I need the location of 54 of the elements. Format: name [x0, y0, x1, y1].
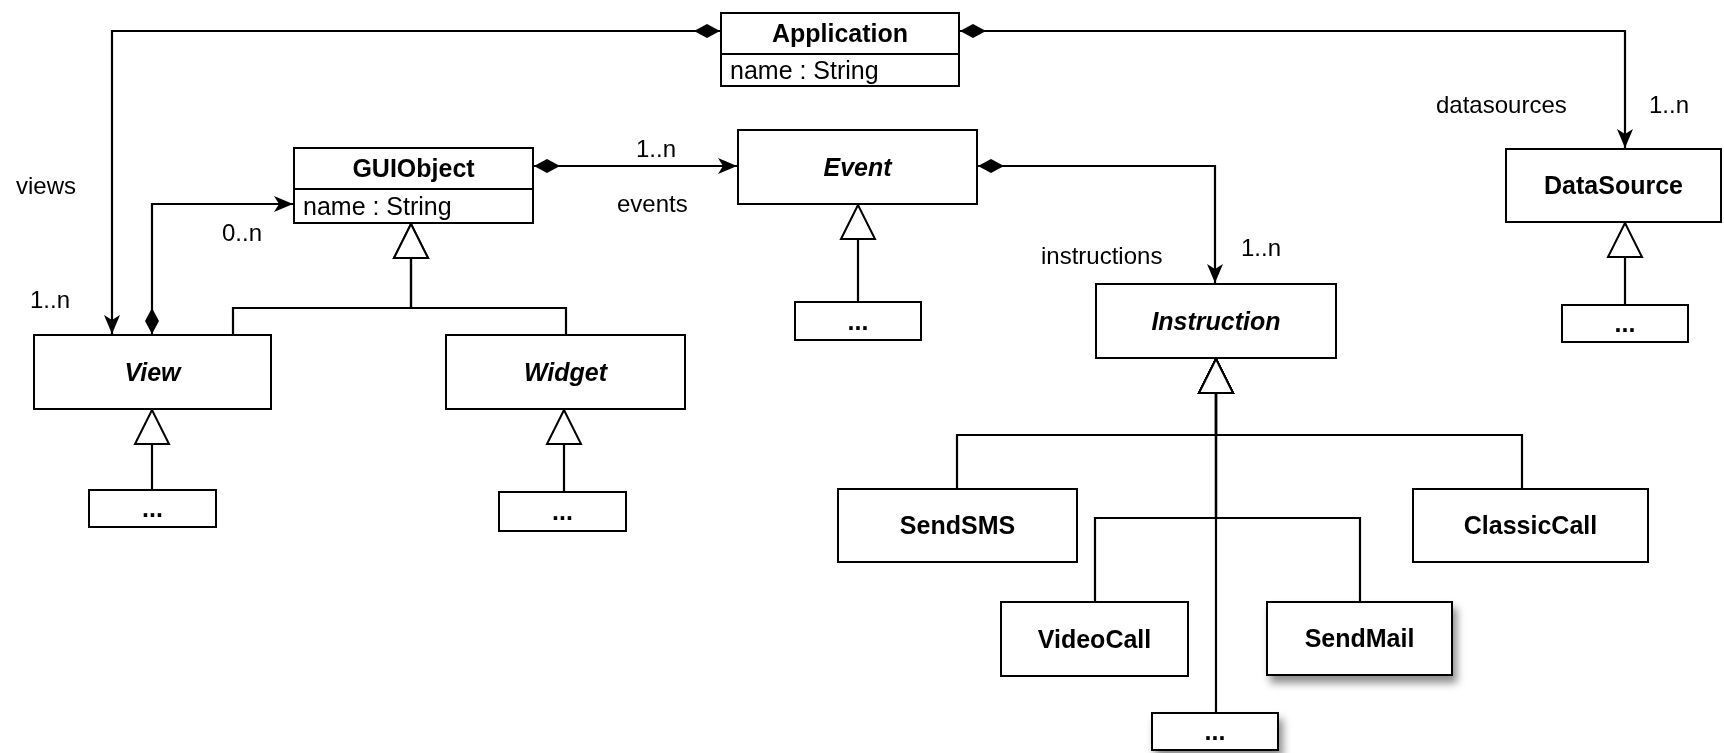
class-name: Widget: [522, 356, 609, 388]
class-box: [837, 488, 1078, 563]
class-name: ...: [141, 493, 164, 524]
class-name: ...: [1203, 716, 1227, 747]
role-label: events: [617, 192, 688, 216]
class-box: [737, 129, 978, 205]
inheritance-arrow: [393, 223, 568, 334]
composition-arrow: [104, 24, 720, 334]
composition-arrow: [534, 158, 737, 174]
class-name: GUIObject: [351, 153, 476, 184]
class-name: ...: [846, 305, 870, 337]
composition-arrow: [978, 159, 1223, 283]
inheritance-arrow: [840, 204, 876, 301]
role-label: instructions: [1041, 244, 1163, 268]
class-name: Instruction: [1150, 305, 1282, 337]
multiplicity-label: 0..n: [222, 221, 263, 245]
inheritance-arrow: [134, 409, 170, 489]
class-box: [1095, 283, 1337, 359]
class-name: DataSource: [1543, 170, 1684, 201]
multiplicity-label: 1..n: [1649, 93, 1690, 117]
class-name: View: [123, 356, 183, 388]
class-name: ...: [1613, 308, 1637, 339]
class-name: ...: [551, 496, 574, 527]
attribute-text: name : String: [295, 188, 532, 222]
class-box: [33, 334, 272, 410]
class-box: [445, 334, 686, 410]
role-label: datasources: [1436, 93, 1567, 117]
multiplicity-label: 1..n: [636, 137, 677, 161]
class-box: [1266, 601, 1453, 676]
class-name: SendSMS: [898, 510, 1017, 541]
class-box: [720, 12, 960, 87]
class-name: SendMail: [1303, 623, 1416, 654]
class-box: [88, 489, 217, 528]
inheritance-arrow: [546, 409, 582, 491]
class-box: [1412, 488, 1649, 563]
composition-arrow: [960, 24, 1633, 148]
class-box: [498, 491, 627, 532]
class-box: [1561, 304, 1689, 343]
role-label: views: [16, 174, 76, 198]
attribute-text: name : String: [722, 53, 958, 85]
class-box: [1000, 601, 1189, 677]
class-name: ClassicCall: [1462, 510, 1599, 541]
class-name: Event: [822, 151, 894, 183]
class-name: Application: [770, 18, 910, 49]
inheritance-arrow: [1198, 358, 1234, 712]
multiplicity-label: 1..n: [30, 288, 71, 312]
class-box: [1151, 712, 1279, 751]
class-box: [293, 147, 534, 224]
class-name: VideoCall: [1036, 623, 1153, 655]
class-box: [1505, 148, 1722, 223]
class-box: [794, 301, 922, 341]
inheritance-arrow: [1607, 222, 1643, 304]
multiplicity-label: 1..n: [1241, 236, 1282, 260]
composition-arrow: [145, 196, 293, 334]
